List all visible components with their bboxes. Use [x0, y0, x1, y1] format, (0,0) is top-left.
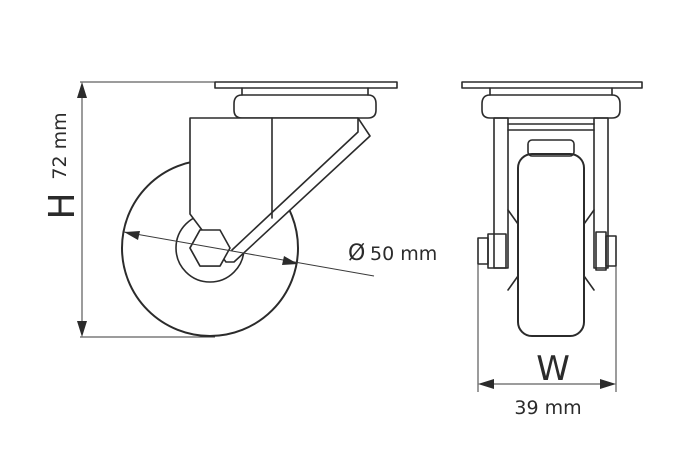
diameter-dimension-line	[123, 231, 375, 277]
height-value-label: 72 mm	[49, 112, 71, 179]
front-view: W 39 mm	[461, 81, 643, 419]
width-arrow-right	[600, 379, 616, 389]
diameter-arrow-right	[282, 256, 298, 265]
front-fork-bridge	[507, 123, 595, 131]
front-axle-washer-left	[487, 233, 507, 269]
height-arrow-top	[77, 82, 87, 98]
front-top-plate	[461, 81, 643, 89]
side-fork	[189, 117, 371, 263]
front-fork-clamp-right	[583, 209, 595, 291]
side-axle-nut-front	[189, 229, 231, 267]
front-fork-clamp-left	[507, 209, 519, 291]
side-view: 72 mm H Ø 50 mm	[42, 81, 437, 338]
front-axle-bolt-left	[477, 237, 489, 265]
front-wheel-inner	[527, 139, 575, 157]
width-letter-label: W	[536, 349, 570, 389]
side-swivel-bearing	[233, 87, 377, 119]
diameter-value-label: 50 mm	[370, 243, 437, 265]
side-top-plate	[214, 81, 398, 89]
width-value-label: 39 mm	[514, 397, 581, 419]
front-fork-right	[593, 117, 609, 269]
height-letter-label: H	[42, 192, 83, 219]
diameter-arrow-left	[124, 231, 140, 240]
side-fork-arm	[231, 117, 359, 251]
front-wheel	[517, 153, 585, 337]
front-swivel-bearing	[481, 87, 621, 119]
diameter-symbol-label: Ø	[348, 241, 365, 266]
height-arrow-bottom	[77, 321, 87, 337]
width-arrow-left	[478, 379, 494, 389]
front-axle-nut-right	[595, 231, 607, 271]
